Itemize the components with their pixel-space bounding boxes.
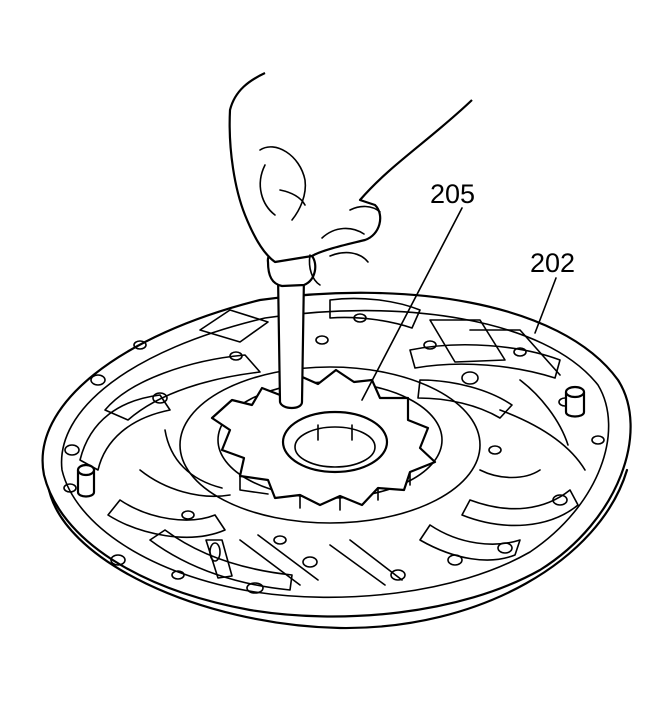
dowel-pin-right	[564, 385, 586, 418]
plate-edge	[46, 468, 629, 630]
plate-passages	[79, 297, 586, 591]
hand-outline	[228, 72, 473, 264]
gear-bore	[281, 410, 389, 474]
drive-gear	[210, 368, 437, 511]
plate-inner-boundary	[60, 309, 610, 599]
leader-205	[361, 207, 463, 401]
callout-leaders	[361, 207, 557, 401]
leader-202	[534, 277, 557, 334]
hand	[228, 72, 473, 286]
callout-202-label: 202	[530, 248, 575, 278]
dowel-pin-left	[76, 463, 96, 498]
callout-205-label: 205	[430, 179, 475, 209]
